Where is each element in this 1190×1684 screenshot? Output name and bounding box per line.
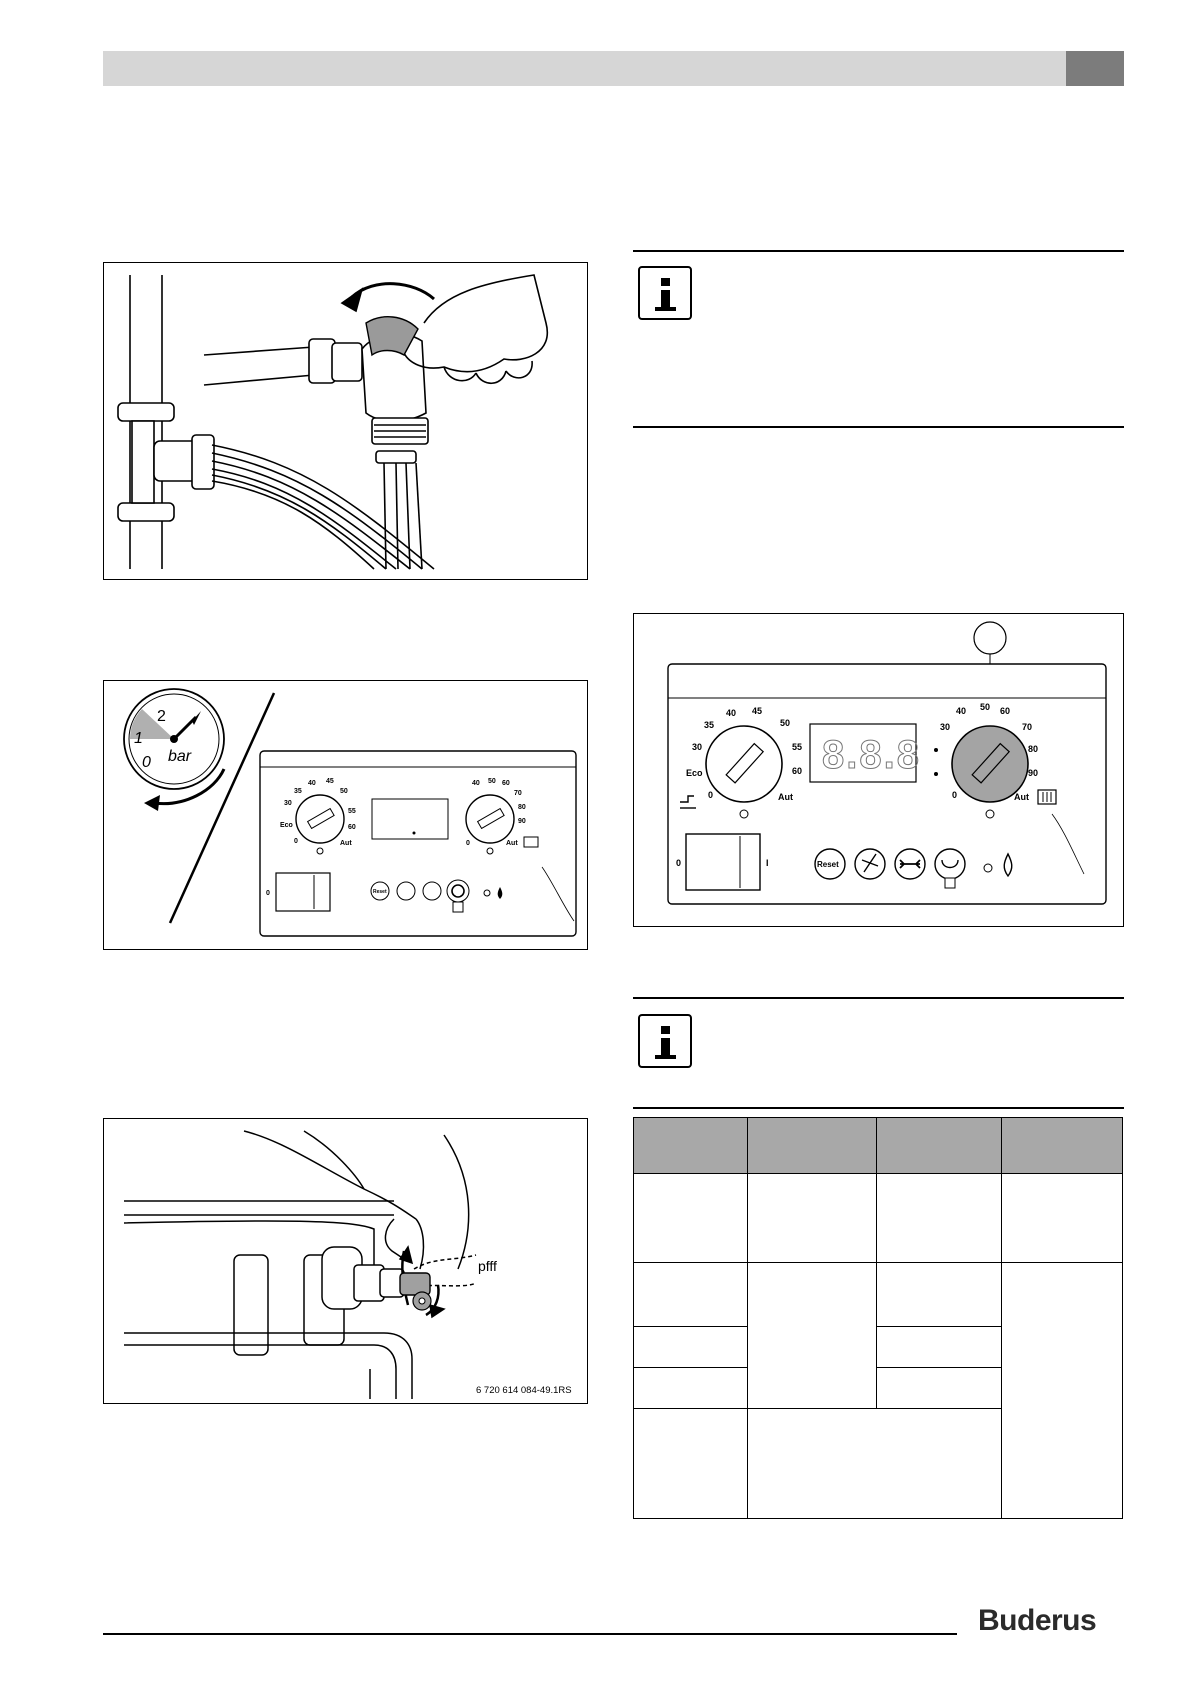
flame-icon — [1003, 852, 1013, 878]
table-cell — [633, 1367, 748, 1409]
display-readout: 8.8.8 — [822, 733, 921, 777]
svg-text:50: 50 — [780, 718, 790, 728]
info-rule-top-1 — [633, 250, 1124, 252]
gauge-label-1: 1 — [134, 730, 143, 747]
info-icon — [638, 1014, 692, 1068]
info-rule-top-2 — [633, 997, 1124, 999]
info-icon — [638, 266, 692, 320]
figure-pressure-gauge: 2 1 0 bar 40 45 35 50 30 55 Eco 60 0 Aut — [103, 680, 588, 950]
control-panel-small: 40 45 35 50 30 55 Eco 60 0 Aut 40 50 60 … — [259, 750, 577, 937]
table-cell — [633, 1262, 748, 1327]
display-small — [371, 798, 449, 840]
table-cell — [747, 1173, 877, 1263]
svg-text:55: 55 — [348, 808, 356, 815]
footer-rule — [103, 1633, 957, 1635]
svg-text:30: 30 — [284, 800, 292, 807]
gauge-label-0: 0 — [142, 754, 151, 771]
svg-text:0: 0 — [466, 840, 470, 847]
svg-text:Aut: Aut — [778, 792, 793, 802]
figure-code: 6 720 614 084-49.1RS — [476, 1385, 572, 1396]
hose-tap-icon — [117, 274, 549, 570]
control-panel — [667, 663, 1107, 905]
svg-text:60: 60 — [348, 824, 356, 831]
svg-text:30: 30 — [692, 742, 702, 752]
svg-text:70: 70 — [1022, 722, 1032, 732]
table-cell — [633, 1408, 748, 1519]
data-table — [633, 1117, 1123, 1519]
pressure-gauge: 2 1 0 bar — [123, 688, 226, 811]
table-cell — [633, 1326, 748, 1368]
display-panel — [809, 723, 917, 783]
main-switch-small[interactable] — [275, 872, 331, 912]
svg-text:60: 60 — [1000, 706, 1010, 716]
header-bar — [103, 51, 1066, 86]
table-cell — [747, 1262, 877, 1409]
table-cell — [1001, 1173, 1123, 1263]
brand-logo: Buderus — [978, 1604, 1097, 1637]
svg-text:I: I — [766, 858, 769, 868]
svg-text:Aut: Aut — [1014, 792, 1029, 802]
svg-text:80: 80 — [1028, 744, 1038, 754]
service-button-small[interactable] — [422, 881, 442, 901]
callout-circle — [973, 621, 1007, 655]
svg-text:60: 60 — [792, 766, 802, 776]
svg-text:40: 40 — [308, 780, 316, 787]
table-cell — [876, 1173, 1002, 1263]
chimney-sweep-button-small[interactable] — [396, 881, 416, 901]
svg-text:50: 50 — [980, 702, 990, 712]
svg-text:40: 40 — [956, 706, 966, 716]
svg-text:35: 35 — [294, 788, 302, 795]
svg-text:Eco: Eco — [686, 768, 703, 778]
table-header-cell — [747, 1117, 877, 1174]
pressure-gauge — [934, 848, 966, 880]
svg-text:Aut: Aut — [506, 840, 518, 847]
table-cell — [876, 1262, 1002, 1327]
svg-text:50: 50 — [340, 788, 348, 795]
gauge-unit: bar — [168, 748, 192, 765]
svg-text:35: 35 — [704, 720, 714, 730]
figure-control-panel: 40 45 35 50 30 55 Eco 60 0 Aut 8.8.8 40 … — [633, 613, 1124, 927]
vent-sound-label: pfff — [478, 1258, 497, 1274]
table-cell — [876, 1326, 1002, 1368]
svg-text:Eco: Eco — [280, 822, 293, 829]
svg-text:0: 0 — [266, 890, 270, 897]
svg-text:0: 0 — [676, 858, 681, 868]
info-rule-bottom-1 — [633, 426, 1124, 428]
info-rule-bottom-2 — [633, 1107, 1124, 1109]
svg-text:40: 40 — [726, 708, 736, 718]
svg-text:50: 50 — [488, 778, 496, 785]
svg-text:30: 30 — [940, 722, 950, 732]
svg-text:55: 55 — [792, 742, 802, 752]
svg-text:40: 40 — [472, 780, 480, 787]
svg-text:60: 60 — [502, 780, 510, 787]
svg-text:80: 80 — [518, 804, 526, 811]
svg-text:Reset: Reset — [817, 860, 839, 869]
figure-vent-radiator: pfff 6 720 614 084-49.1RS — [103, 1118, 588, 1404]
svg-text:70: 70 — [514, 790, 522, 797]
figure-hose-connection — [103, 262, 588, 580]
table-header-cell — [876, 1117, 1002, 1174]
svg-text:0: 0 — [294, 838, 298, 845]
table-cell — [747, 1408, 1002, 1519]
gauge-label-2: 2 — [157, 708, 166, 725]
table-cell — [876, 1367, 1002, 1409]
svg-text:90: 90 — [1028, 768, 1038, 778]
svg-text:Reset: Reset — [373, 889, 387, 895]
svg-text:45: 45 — [752, 706, 762, 716]
svg-text:Aut: Aut — [340, 840, 352, 847]
table-header-cell — [1001, 1117, 1123, 1174]
reset-button[interactable] — [814, 848, 846, 880]
header-chapter-tab — [1066, 51, 1124, 86]
svg-text:0: 0 — [708, 790, 713, 800]
table-cell — [1001, 1262, 1123, 1519]
reset-button-small[interactable] — [370, 881, 390, 901]
main-switch[interactable] — [685, 833, 761, 891]
svg-text:90: 90 — [518, 818, 526, 825]
svg-text:0: 0 — [952, 790, 957, 800]
table-cell — [633, 1173, 748, 1263]
svg-text:45: 45 — [326, 778, 334, 785]
table-header-cell — [633, 1117, 748, 1174]
